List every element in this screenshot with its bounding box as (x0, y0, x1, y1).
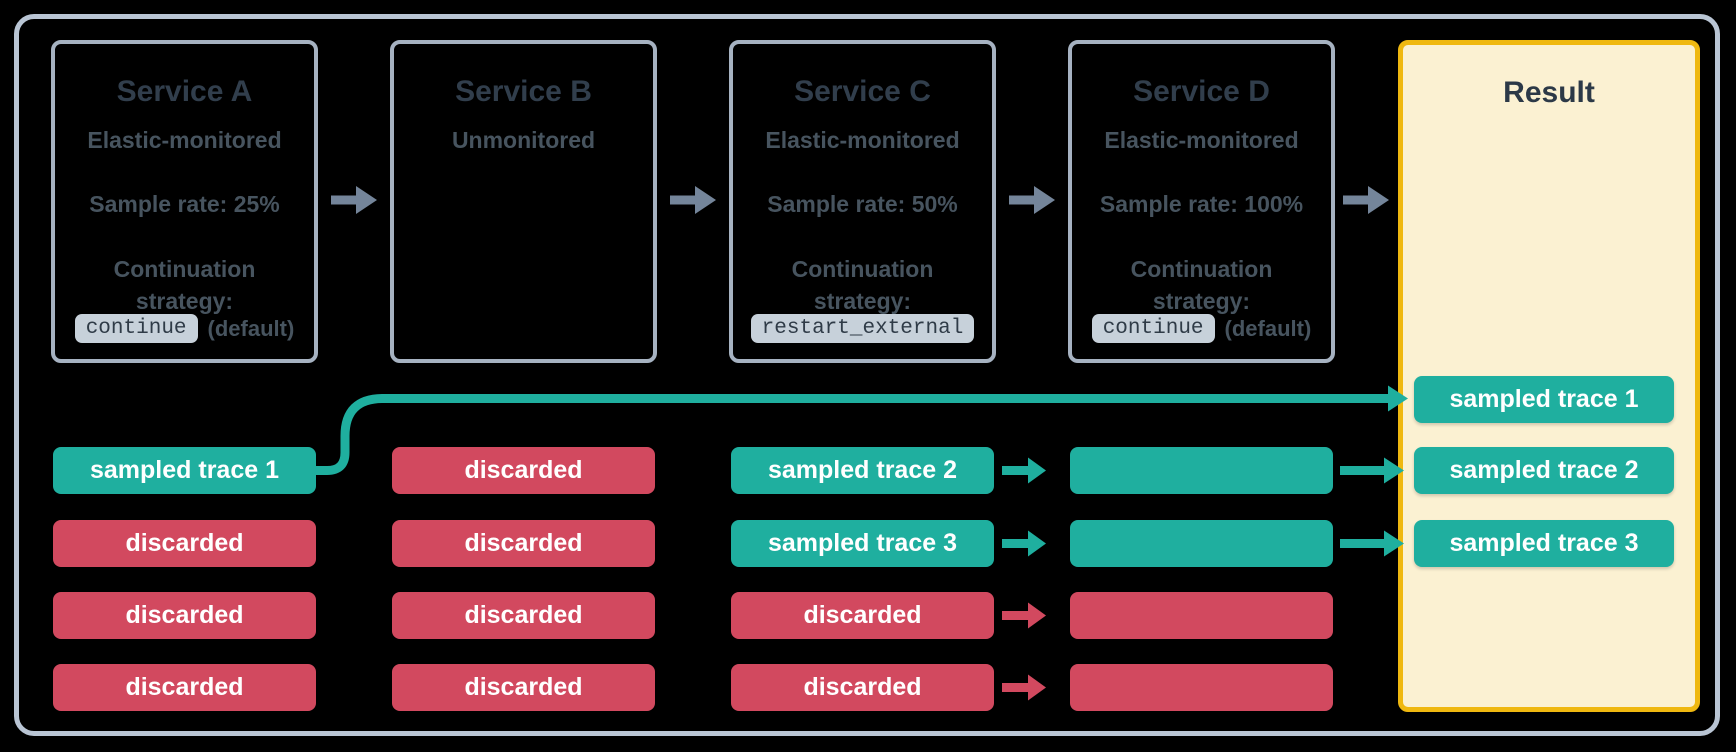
result-trace-pill: sampled trace 1 (1414, 376, 1674, 423)
trace-pill-blank (1070, 664, 1333, 711)
service-c-strategy-chip: restart_external (750, 314, 975, 343)
service-a-box: Service A Elastic-monitored Sample rate:… (51, 40, 318, 363)
service-a-sample-rate: Sample rate: 25% (89, 191, 280, 217)
trace-pill: sampled trace 1 (53, 447, 316, 494)
trace-pill: discarded (731, 592, 994, 639)
trace-pill: discarded (53, 664, 316, 711)
service-a-strategy-label: strategy: (135, 288, 234, 314)
service-a-strategy-chip: continue (74, 314, 198, 343)
service-d-box: Service D Elastic-monitored Sample rate:… (1068, 40, 1335, 363)
service-d-monitoring: Elastic-monitored (1104, 127, 1299, 153)
result-title: Result (1503, 76, 1595, 109)
trace-pill-blank (1070, 592, 1333, 639)
service-d-continuation-label: Continuation (1130, 256, 1273, 282)
service-d-sample-rate: Sample rate: 100% (1099, 191, 1304, 217)
diagram-outer-frame (14, 14, 1720, 736)
trace-pill: discarded (392, 447, 655, 494)
service-d-strategy-row: continue (default) (1072, 314, 1331, 343)
trace-pill: discarded (731, 664, 994, 711)
service-d-strategy-label: strategy: (1152, 288, 1251, 314)
trace-pill: sampled trace 2 (731, 447, 994, 494)
service-c-strategy-row: restart_external (733, 314, 992, 343)
service-d-title: Service D (1133, 75, 1270, 108)
trace-pill: discarded (392, 520, 655, 567)
service-c-strategy-label: strategy: (813, 288, 912, 314)
service-a-strategy-suffix: (default) (207, 315, 295, 341)
service-a-strategy-row: continue (default) (55, 314, 314, 343)
service-d-strategy-suffix: (default) (1224, 315, 1312, 341)
service-b-box: Service B Unmonitored (390, 40, 657, 363)
service-a-title: Service A (116, 75, 253, 108)
service-a-monitoring: Elastic-monitored (87, 127, 282, 153)
trace-pill: discarded (53, 520, 316, 567)
trace-pill: discarded (392, 592, 655, 639)
service-a-continuation-label: Continuation (113, 256, 256, 282)
service-c-title: Service C (794, 75, 931, 108)
service-d-strategy-chip: continue (1091, 314, 1215, 343)
service-c-monitoring: Elastic-monitored (765, 127, 960, 153)
trace-pill: discarded (53, 592, 316, 639)
service-c-continuation-label: Continuation (791, 256, 934, 282)
trace-pill: sampled trace 3 (731, 520, 994, 567)
trace-pill-blank (1070, 520, 1333, 567)
service-c-box: Service C Elastic-monitored Sample rate:… (729, 40, 996, 363)
trace-pill-blank (1070, 447, 1333, 494)
service-c-sample-rate: Sample rate: 50% (767, 191, 958, 217)
service-b-title: Service B (455, 75, 592, 108)
service-b-monitoring: Unmonitored (451, 127, 596, 153)
trace-pill: discarded (392, 664, 655, 711)
result-trace-pill: sampled trace 2 (1414, 447, 1674, 494)
result-trace-pill: sampled trace 3 (1414, 520, 1674, 567)
